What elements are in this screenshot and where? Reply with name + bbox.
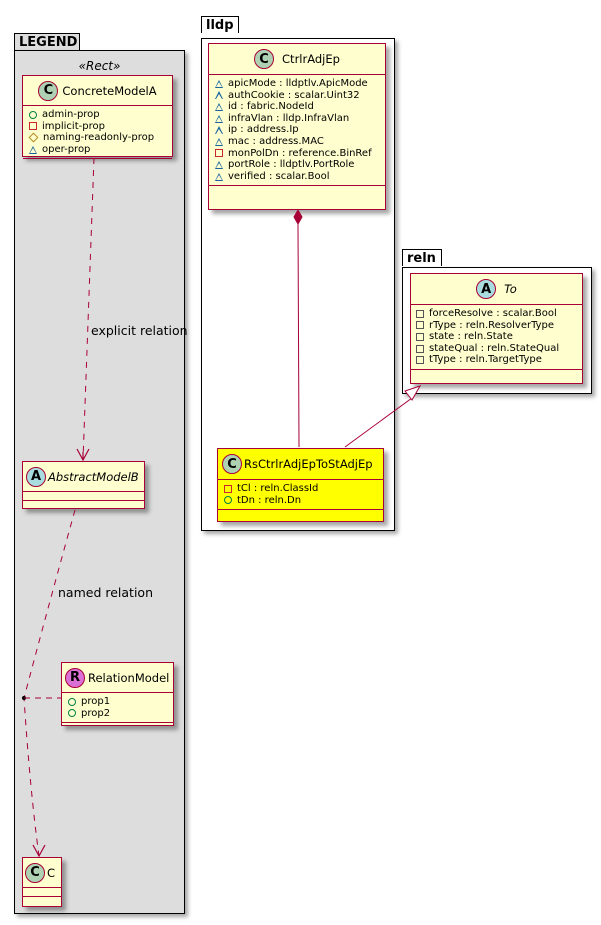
class-name: To [504,282,517,296]
class-badge-icon: C [38,80,59,101]
attribute: tType : reln.TargetType [416,354,582,366]
package-visibility-icon [215,160,223,169]
attribute: tDn : reln.Dn [224,495,383,507]
package-visibility-icon [29,145,37,154]
package-visibility-icon [215,91,223,100]
legend-package-tab: LEGEND [14,33,80,50]
class-badge-icon: C [254,49,275,69]
attribute: forceResolve : scalar.Bool [416,308,582,320]
attribute: ip : address.Ip [215,124,385,136]
explicit-relation-label: explicit relation [91,323,188,338]
attribute: id : fabric.NodeId [215,101,385,113]
package-visibility-icon [215,79,223,88]
class-name: AbstractModelB [48,469,139,484]
class-badge-icon: C [222,454,242,474]
named-relation-label: named relation [58,585,153,600]
class-name: RelationModel [88,670,170,685]
lldp-package-title: lldp [206,18,234,33]
public-visibility-icon [68,709,76,718]
package-visibility-icon [215,114,223,123]
class-abstract-model-b[interactable]: A AbstractModelB [22,461,145,509]
attribute: prop2 [68,708,173,720]
class-name: RsCtrlrAdjEpToStAdjEp [244,457,373,471]
class-name: C [47,865,56,880]
class-relation-model[interactable]: R RelationModel prop1 prop2 [61,662,174,726]
private-visibility-icon [416,332,424,341]
attribute: admin-prop [29,109,172,121]
class-name: ConcreteModelA [62,83,157,98]
reln-package-tab: reln [402,249,442,266]
lldp-package-tab: lldp [201,16,239,33]
private-visibility-icon [215,149,223,158]
attribute: state : reln.State [416,331,582,343]
private-visibility-icon [224,484,232,493]
private-visibility-icon [416,344,424,353]
package-visibility-icon [215,102,223,111]
private-visibility-icon [29,122,37,131]
attribute: portRole : lldptlv.PortRole [215,159,385,171]
abstract-badge-icon: A [26,466,46,487]
class-to[interactable]: A To forceResolve : scalar.Bool rType : … [410,273,583,384]
attribute: monPolDn : reference.BinRef [215,148,385,160]
class-name: CtrlrAdjEp [282,52,340,66]
attribute: apicMode : lldptlv.ApicMode [215,78,385,90]
attribute: infraVlan : lldp.InfraVlan [215,113,385,125]
reln-package-title: reln [407,251,436,266]
class-c[interactable]: C C [22,857,62,907]
package-visibility-icon [215,172,223,181]
attribute: oper-prop [29,144,172,156]
public-visibility-icon [224,496,232,505]
attribute: tCl : reln.ClassId [224,483,383,495]
class-ctrlr-adj-ep[interactable]: C CtrlrAdjEp apicMode : lldptlv.ApicMode… [208,43,386,210]
class-rs-ctrlr-adj-ep-to-st-adj-ep[interactable]: C RsCtrlrAdjEpToStAdjEp tCl : reln.Class… [217,448,384,522]
legend-stereotype: «Rect» [78,59,121,73]
package-visibility-icon [215,126,223,135]
class-badge-icon: C [25,862,45,883]
attribute: verified : scalar.Bool [215,171,385,183]
legend-package-title: LEGEND [19,35,78,50]
attribute: implicit-prop [29,121,172,133]
abstract-badge-icon: A [476,279,497,299]
package-visibility-icon [215,137,223,146]
public-visibility-icon [68,697,76,706]
private-visibility-icon [416,309,424,318]
private-visibility-icon [416,356,424,365]
attribute: stateQual : reln.StateQual [416,343,582,355]
protected-visibility-icon [28,133,39,143]
private-visibility-icon [416,321,424,330]
attribute: prop1 [68,696,173,708]
attribute: rType : reln.ResolverType [416,320,582,332]
relation-badge-icon: R [65,667,85,688]
class-concrete-model-a[interactable]: C ConcreteModelA admin-prop implicit-pro… [22,75,173,160]
public-visibility-icon [29,110,37,119]
attribute: naming-readonly-prop [28,132,172,144]
attribute: mac : address.MAC [215,136,385,148]
attribute: authCookie : scalar.Uint32 [215,90,385,102]
